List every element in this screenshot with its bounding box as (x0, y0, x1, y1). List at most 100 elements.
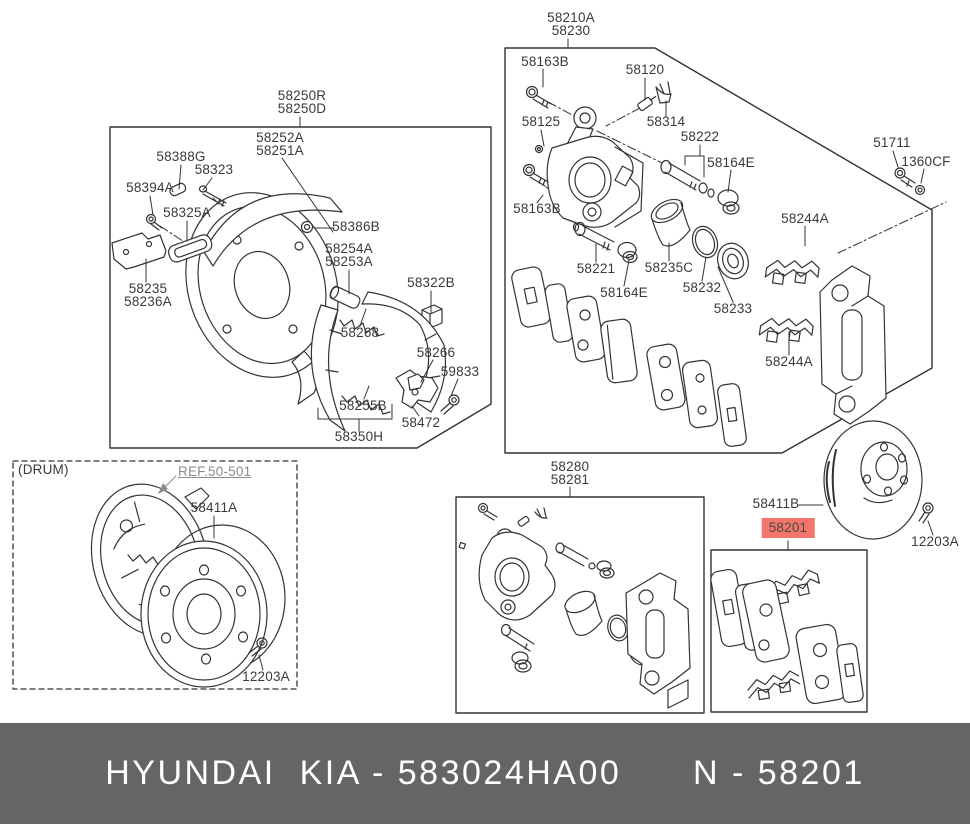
drum-drawing (140, 524, 286, 688)
part-label-58232: 58232 (682, 280, 722, 295)
part-label-58120: 58120 (625, 62, 665, 77)
bolt-12203a-left (248, 637, 268, 657)
c2-bolt-top (477, 502, 498, 521)
clip-58266 (407, 373, 425, 391)
caliper2-box (455, 496, 705, 714)
pad-set (511, 266, 747, 447)
adjuster-58254a (329, 285, 361, 309)
group-caliper (511, 81, 926, 447)
dust-shield-crescent (203, 193, 343, 267)
bolt-58323 (198, 185, 227, 207)
part-label-58314: 58314 (646, 114, 686, 129)
part-label-58221: 58221 (576, 261, 616, 276)
pk-clip-bottom (747, 670, 801, 701)
disc-drawing (823, 420, 923, 540)
carrier-bracket (819, 265, 887, 425)
parking-brake-box (109, 126, 492, 449)
bushing-58164e-lower (617, 241, 638, 264)
ref-50-501-link[interactable]: REF.50-501 (178, 464, 252, 479)
part-label-58222: 58222 (680, 129, 720, 144)
c2-bolt2 (500, 623, 535, 652)
part-label-58322b: 58322B (407, 275, 455, 290)
rod-58222 (660, 159, 715, 198)
group-drum (90, 483, 286, 688)
boot-58233 (717, 242, 749, 280)
clip-58388g (169, 182, 187, 197)
part-label-58244a-bottom: 58244A (765, 354, 813, 369)
bolt-58163b-top (525, 85, 552, 109)
outline-boxes (12, 47, 933, 714)
pad-kit-box (710, 549, 868, 713)
piston-58235c (650, 198, 691, 247)
c2-nut2 (511, 651, 532, 673)
part-label-58386b: 58386B (332, 219, 380, 234)
spring-58244a-top (764, 259, 820, 285)
bolt-59833 (440, 394, 460, 415)
part-label-58388g: 58388G (156, 149, 206, 164)
part-label-58244a-top: 58244A (781, 211, 829, 226)
spring-58255b (341, 395, 391, 415)
part-label-51711: 51711 (873, 135, 911, 150)
part-label-58164e-lower: 58164E (600, 285, 648, 300)
part-label-58472: 58472 (401, 415, 441, 430)
bolt-12203a-right (918, 502, 934, 524)
banner: HYUNDAI KIA - 583024HA00 N - 58201 (0, 723, 970, 824)
c2-nut1 (596, 560, 615, 579)
part-label-58201-highlighted[interactable]: 58201 (761, 518, 815, 538)
group-pad-kit (710, 568, 864, 705)
part-label-58250r-58250d: 58250R 58250D (277, 88, 327, 116)
group-parking-brake (111, 182, 460, 432)
part-label-58350h: 58350H (334, 429, 384, 444)
part-label-1360cf: 1360CF (901, 154, 951, 169)
part-label-58280-58281: 58280 58281 (550, 459, 590, 487)
part-label-58254a-58253a: 58254A 58253A (325, 241, 373, 269)
c2-carrier (625, 572, 691, 709)
part-label-58235-58236a: 58235 58236A (124, 281, 172, 309)
ref-arrow (158, 483, 168, 494)
caliper-box (504, 47, 933, 454)
part-label-12203a-right: 12203A (911, 534, 959, 549)
c2-bleeder (517, 515, 530, 527)
group-disc (823, 420, 934, 540)
part-label-58325a: 58325A (163, 205, 211, 220)
part-label-12203a-left: 12203A (242, 669, 290, 684)
part-label-58210a-58230: 58210A 58230 (547, 10, 595, 38)
part-label-58255b: 58255B (339, 398, 387, 413)
brake-shoes (310, 291, 447, 432)
caliper-body-drawing (546, 106, 644, 228)
part-label-58411b: 58411B (752, 496, 800, 511)
part-label-58252a-58251a: 58252A 58251A (256, 130, 304, 158)
spring-58268 (339, 319, 385, 337)
bolt-58163b-bottom (522, 163, 549, 187)
bleeder-58120 (637, 95, 657, 112)
c2-rod (555, 542, 596, 570)
part-label-58163b-bottom: 58163B (513, 201, 561, 216)
drum-note-label: (DRUM) (18, 462, 69, 477)
spring-58244a-bottom (758, 317, 814, 343)
c2-piston (564, 590, 603, 637)
part-label-58235c: 58235C (644, 260, 694, 275)
bolt-51711 (894, 167, 916, 188)
bracket-58235 (111, 232, 167, 270)
part-label-58411a: 58411A (190, 500, 238, 515)
part-label-58394a: 58394A (126, 180, 174, 195)
nut-58386b (300, 220, 314, 234)
part-label-58233: 58233 (713, 301, 753, 316)
bushing-58164e-upper (717, 189, 740, 215)
group-caliper2 (458, 502, 691, 709)
c2-caliper-body (478, 528, 556, 621)
clip-58314 (655, 81, 672, 104)
part-label-58266: 58266 (416, 345, 456, 360)
part-label-58164e-upper: 58164E (707, 155, 755, 170)
bolt-58394a (145, 213, 163, 231)
rod-58221 (572, 221, 615, 251)
part-label-58125: 58125 (521, 114, 561, 129)
part-label-58163b-top: 58163B (521, 54, 569, 69)
part-label-59833: 59833 (440, 364, 480, 379)
drum-box (12, 460, 298, 690)
leader-lines (145, 38, 934, 671)
banner-text: HYUNDAI KIA - 583024HA00 N - 58201 (105, 754, 865, 792)
part-label-58268: 58268 (340, 325, 380, 340)
